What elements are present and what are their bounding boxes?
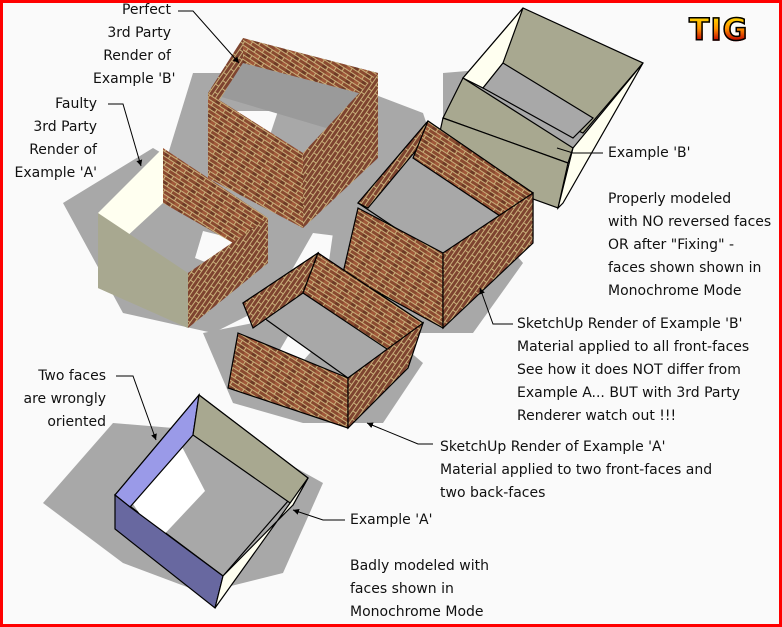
label-example-a: Example 'A' (350, 512, 433, 528)
faulty-render-a (98, 148, 268, 328)
label-two-faces-wrong: Two faces are wrongly oriented (23, 368, 107, 430)
label-example-b-desc: Properly modeled with NO reversed faces … (608, 191, 772, 299)
label-perfect-render-b: Perfect 3rd Party Render of Example 'B' (93, 2, 176, 87)
tig-logo: TIG (688, 12, 749, 49)
sketchup-render-a (227, 251, 425, 430)
perfect-render-b (208, 38, 378, 228)
label-sketchup-render-b: SketchUp Render of Example 'B' Material … (517, 316, 750, 424)
label-example-a-desc: Badly modeled with faces shown in Monoch… (350, 558, 489, 620)
example-a-box (114, 392, 309, 610)
label-faulty-render-a: Faulty 3rd Party Render of Example 'A' (14, 96, 97, 181)
label-sketchup-render-a: SketchUp Render of Example 'A' Material … (440, 439, 713, 501)
sketchup-render-b (342, 120, 534, 330)
label-example-b: Example 'B' (608, 145, 691, 161)
scene-drawing (43, 7, 644, 610)
